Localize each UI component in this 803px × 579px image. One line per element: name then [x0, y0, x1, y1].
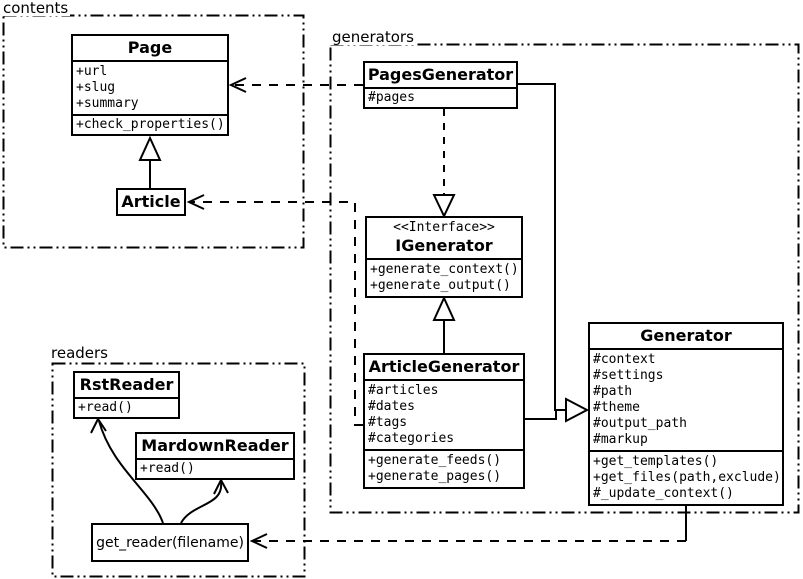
attribute: #theme: [593, 400, 640, 415]
class-igenerator-stereotype: <<Interface>>: [393, 220, 495, 235]
package-label-readers: readers: [49, 344, 110, 362]
class-generator-attributes: #context#settings#path#theme#output_path…: [590, 348, 782, 450]
class-page-attributes: +url+slug+summary: [73, 60, 227, 114]
method: #_update_context(): [593, 486, 734, 501]
attribute: #settings: [593, 368, 664, 383]
method: +check_properties(): [76, 117, 225, 132]
arrow-getreader-to-rstreader: [90, 417, 164, 524]
attribute: #path: [593, 384, 633, 399]
package-border-contents: [2, 14, 305, 249]
class-page: Page +url+slug+summary +check_properties…: [71, 34, 229, 136]
function-box-get-reader-label: get_reader(filename): [96, 534, 244, 551]
method: +get_files(path,exclude): [593, 470, 781, 485]
attribute: #pages: [368, 90, 415, 105]
class-page-methods: +check_properties(): [73, 114, 227, 134]
method: +generate_context(): [370, 262, 519, 277]
class-generator-methods: +get_templates()+get_files(path,exclude)…: [590, 450, 782, 504]
class-igenerator-methods: +generate_context()+generate_output(): [367, 258, 521, 296]
class-pagesgenerator-attributes: #pages: [365, 87, 516, 107]
method: +generate_output(): [370, 278, 511, 293]
attribute: +slug: [76, 80, 116, 95]
class-articlegenerator-name: ArticleGenerator: [368, 357, 520, 376]
class-mardownreader-name: MardownReader: [141, 436, 289, 455]
class-generator: Generator #context#settings#path#theme#o…: [588, 322, 784, 506]
class-igenerator-name: IGenerator: [395, 236, 493, 255]
attribute: #articles: [368, 383, 439, 398]
inheritance-arrow-pagesgenerator-to-generator: [518, 83, 565, 411]
class-articlegenerator: ArticleGenerator #articles#dates#tags#ca…: [363, 353, 525, 489]
method: +read(): [140, 461, 195, 476]
realization-arrow-pagesgenerator-to-igenerator: [432, 109, 456, 219]
class-mardownreader: MardownReader +read(): [135, 432, 295, 480]
package-label-generators: generators: [330, 28, 416, 46]
method: +generate_pages(): [368, 469, 502, 484]
class-articlegenerator-methods: +generate_feeds()+generate_pages(): [365, 449, 523, 487]
dependency-arrow-pagesgenerator-to-page: [228, 77, 363, 93]
class-article-name: Article: [121, 192, 181, 211]
class-mardownreader-methods: +read(): [137, 458, 293, 478]
method: +get_templates(): [593, 454, 719, 469]
attribute: #output_path: [593, 416, 687, 431]
method: +read(): [78, 400, 133, 415]
class-pagesgenerator: PagesGenerator #pages: [363, 61, 518, 109]
class-pagesgenerator-name: PagesGenerator: [367, 65, 514, 84]
package-label-contents: contents: [1, 0, 71, 17]
attribute: #context: [593, 352, 656, 367]
attribute: #categories: [368, 431, 455, 446]
class-rstreader-methods: +read(): [75, 397, 178, 417]
class-rstreader-name: RstReader: [79, 375, 174, 394]
arrow-getreader-to-mardownreader: [180, 477, 229, 524]
attribute: #markup: [593, 432, 648, 447]
class-articlegenerator-attributes: #articles#dates#tags#categories: [365, 379, 523, 449]
class-rstreader: RstReader +read(): [73, 371, 180, 419]
package-border-readers: [51, 362, 306, 578]
inheritance-arrow-article-to-page: [138, 135, 162, 188]
attribute: +url: [76, 64, 108, 79]
inheritance-arrow-articlegenerator-to-igenerator: [432, 295, 456, 353]
inheritance-arrow-articlegenerator-to-generator: [525, 397, 590, 423]
class-generator-name: Generator: [640, 326, 732, 345]
class-igenerator-header: <<Interface>> IGenerator: [367, 218, 521, 258]
function-box-get-reader: get_reader(filename): [91, 523, 249, 562]
class-article: Article: [116, 188, 186, 216]
class-page-name: Page: [127, 38, 173, 57]
attribute: +summary: [76, 96, 139, 111]
class-igenerator: <<Interface>> IGenerator +generate_conte…: [365, 216, 523, 298]
attribute: #tags: [368, 415, 408, 430]
package-border-generators: [329, 43, 800, 514]
method: +generate_feeds(): [368, 453, 502, 468]
dependency-arrow-articlegenerator-to-article: [186, 194, 363, 426]
dependency-arrow-generator-to-getreader: [249, 505, 687, 549]
attribute: #dates: [368, 399, 415, 414]
